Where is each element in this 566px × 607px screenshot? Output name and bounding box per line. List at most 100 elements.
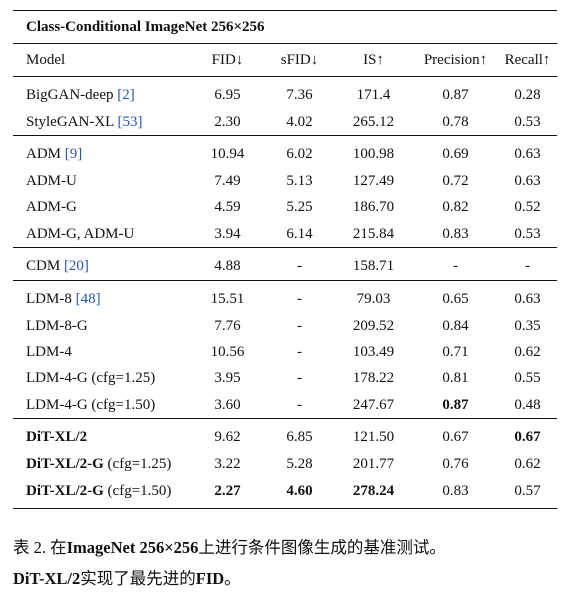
fid-cell: 7.49	[214, 172, 241, 189]
is-cell: 121.50	[334, 418, 413, 452]
recall-cell-best: 0.67	[498, 418, 558, 452]
table-caption: 表 2. 在ImageNet 256×256上进行条件图像生成的基准测试。DiT…	[13, 532, 557, 594]
model-name: LDM-4	[26, 344, 72, 361]
model-name: ADM-G, ADM-U	[26, 225, 135, 242]
fid-cell: 10.94	[190, 135, 265, 169]
precision-cell: 0.81	[442, 370, 469, 387]
fid-cell: 7.76	[214, 317, 241, 334]
table-row: ADM-G 4.59 5.25 186.70 0.82 0.52	[13, 195, 557, 221]
precision-cell: 0.83	[442, 225, 469, 242]
precision-cell: 0.83	[413, 477, 498, 509]
sfid-cell: -	[297, 370, 302, 387]
sfid-cell: 6.85	[265, 418, 334, 452]
recall-cell: 0.57	[498, 477, 558, 509]
sfid-cell: -	[265, 280, 334, 314]
citation-link[interactable]: [53]	[117, 113, 143, 130]
model-config: (cfg=1.25)	[103, 456, 172, 473]
caption-bold-text: ImageNet 256×256	[66, 538, 199, 557]
table-row: LDM-4 10.56 - 103.49 0.71 0.62	[13, 339, 557, 365]
recall-cell: 0.62	[514, 344, 541, 361]
table-row: LDM-8 [48] 15.51 - 79.03 0.65 0.63	[13, 280, 558, 314]
results-table-container: Class-Conditional ImageNet 256×256 Model…	[13, 10, 558, 509]
fid-cell: 3.60	[214, 396, 241, 413]
citation-link[interactable]: [9]	[64, 145, 83, 162]
fid-cell: 15.51	[190, 280, 265, 314]
table-row: BigGAN-deep [2] 6.95 7.36 171.4 0.87 0.2…	[13, 77, 557, 110]
citation-link[interactable]: [2]	[117, 86, 135, 103]
precision-cell: 0.76	[442, 456, 469, 473]
fid-cell: 4.59	[214, 199, 241, 216]
table-title: Class-Conditional ImageNet 256×256	[13, 10, 558, 44]
caption-text: 实现了最先进的	[80, 569, 196, 588]
model-name: DiT-XL/2	[13, 418, 190, 452]
citation-link[interactable]: [20]	[63, 257, 89, 274]
model-name: DiT-XL/2-G	[26, 456, 104, 473]
table-row: DiT-XL/2 9.62 6.85 121.50 0.67 0.67	[13, 418, 558, 452]
model-cell: CDM [20]	[13, 247, 190, 281]
sfid-cell: -	[297, 396, 302, 413]
is-cell: 79.03	[334, 280, 413, 314]
sfid-cell: -	[297, 344, 302, 361]
table-row: CDM [20] 4.88 - 158.71 - -	[13, 247, 558, 281]
recall-cell: 0.52	[514, 199, 541, 216]
table-row: ADM [9] 10.94 6.02 100.98 0.69 0.63	[13, 135, 558, 169]
model-cell: DiT-XL/2-G (cfg=1.50)	[13, 477, 190, 509]
recall-cell: 0.63	[498, 280, 558, 314]
table-row: DiT-XL/2-G (cfg=1.50) 2.27 4.60 278.24 0…	[13, 477, 558, 509]
header-model: Model	[13, 43, 190, 77]
fid-cell: 3.22	[214, 456, 241, 473]
sfid-cell: 7.36	[286, 86, 313, 103]
fid-cell: 2.30	[214, 113, 241, 130]
model-config: (cfg=1.50)	[103, 483, 172, 500]
is-cell: 171.4	[356, 86, 391, 103]
recall-cell: 0.62	[514, 456, 541, 473]
caption-text: 。	[224, 569, 241, 588]
model-name: CDM	[26, 257, 61, 274]
header-sfid: sFID↓	[265, 43, 334, 77]
table-row: LDM-4-G (cfg=1.50) 3.60 - 247.67 0.87 0.…	[13, 392, 557, 419]
model-name: DiT-XL/2-G	[26, 483, 104, 500]
model-name: ADM-G	[26, 199, 77, 216]
precision-cell: -	[413, 247, 498, 281]
table-row: LDM-8-G 7.76 - 209.52 0.84 0.35	[13, 313, 557, 339]
model-name: LDM-8-G	[26, 317, 88, 334]
is-cell: 100.98	[334, 135, 413, 169]
header-is: IS↑	[334, 43, 413, 77]
is-cell: 209.52	[352, 317, 395, 334]
fid-cell-best: 2.27	[190, 477, 265, 509]
caption-text: 在	[50, 538, 67, 557]
is-cell-best: 278.24	[334, 477, 413, 509]
recall-cell: -	[498, 247, 558, 281]
is-cell: 215.84	[352, 225, 395, 242]
sfid-cell: 5.25	[286, 199, 313, 216]
caption-bold-text: DiT-XL/2	[13, 569, 81, 588]
model-name: BigGAN-deep	[26, 86, 114, 103]
caption-bold-text: FID	[195, 569, 225, 588]
results-table: Class-Conditional ImageNet 256×256 Model…	[13, 10, 558, 509]
header-precision: Precision↑	[413, 43, 498, 77]
recall-cell: 0.53	[514, 225, 541, 242]
recall-cell: 0.48	[514, 396, 541, 413]
sfid-cell: 6.14	[286, 225, 313, 242]
table-row: ADM-G, ADM-U 3.94 6.14 215.84 0.83 0.53	[13, 221, 557, 248]
is-cell: 247.67	[352, 396, 395, 413]
sfid-cell: 4.02	[286, 113, 313, 130]
model-name: ADM-U	[26, 172, 77, 189]
recall-cell: 0.55	[514, 370, 541, 387]
table-row: ADM-U 7.49 5.13 127.49 0.72 0.63	[13, 168, 557, 194]
model-cell: BigGAN-deep [2]	[13, 77, 190, 110]
recall-cell: 0.28	[514, 86, 541, 103]
model-cell: LDM-8 [48]	[13, 280, 190, 314]
is-cell: 158.71	[334, 247, 413, 281]
is-cell: 265.12	[352, 113, 395, 130]
recall-cell: 0.63	[498, 135, 558, 169]
is-cell: 186.70	[352, 199, 395, 216]
caption-text: 上进行条件图像生成的基准测试。	[198, 538, 446, 557]
recall-cell: 0.35	[514, 317, 541, 334]
fid-cell: 3.94	[214, 225, 241, 242]
citation-link[interactable]: [48]	[75, 290, 101, 307]
precision-cell: 0.78	[442, 113, 469, 130]
is-cell: 127.49	[352, 172, 395, 189]
header-fid: FID↓	[190, 43, 265, 77]
table-title-row: Class-Conditional ImageNet 256×256	[13, 10, 558, 44]
